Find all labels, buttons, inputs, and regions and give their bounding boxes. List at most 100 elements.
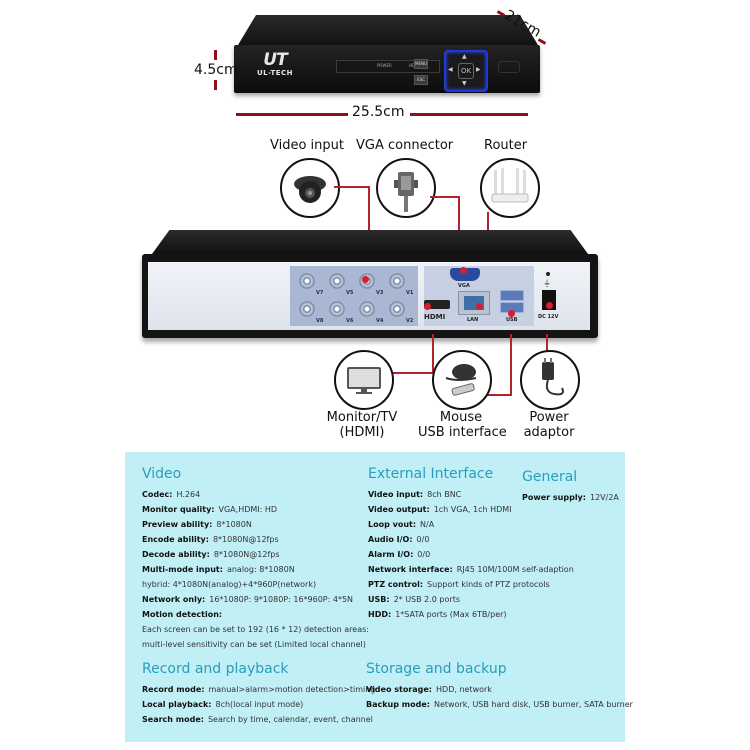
accessory-label-line: Monitor/TV: [326, 410, 398, 425]
indicator-power: POWER: [377, 63, 392, 68]
arrow-up-icon: ▲: [462, 53, 467, 60]
depth-dimension-line-bottom: [537, 38, 547, 45]
spec-key: Multi-mode input:: [142, 565, 223, 574]
spec-value: analog: 8*1080N: [226, 565, 295, 574]
mouse-usb-icon: [432, 350, 492, 410]
spec-value: RJ45 10M/100M self-adaption: [456, 565, 574, 574]
connection-dot: [476, 303, 483, 310]
spec-key: PTZ control:: [368, 580, 424, 589]
spec-motion-line: Each screen can be set to 192 (16 * 12) …: [142, 625, 369, 634]
spec-value: VGA,HDMI: HD: [218, 505, 278, 514]
section-title-storage-backup: Storage and backup: [366, 661, 507, 677]
spec-row: Local playback:8ch(local input mode): [142, 700, 303, 710]
bnc-video-inputs: V7 V5 V3 V1 V8 V6 V4 V2: [290, 266, 418, 326]
spec-row: Encode ability:8*1080N@12fps: [142, 535, 279, 545]
vga-label: VGA: [458, 283, 470, 289]
height-dimension-line-top: [214, 50, 217, 60]
bnc-label: V7: [316, 290, 324, 296]
spec-row: Monitor quality:VGA,HDMI: HD: [142, 505, 277, 515]
spec-value: H.264: [176, 490, 201, 499]
spec-value: 2* USB 2.0 ports: [393, 595, 460, 604]
connector-line: [334, 186, 370, 188]
section-title-record-playback: Record and playback: [142, 661, 289, 677]
spec-value: N/A: [420, 520, 435, 529]
accessory-label-line: adaptor: [523, 425, 575, 440]
accessory-label-line: (HDMI): [339, 425, 385, 440]
bnc-port: [358, 300, 376, 318]
usb-label: USB: [506, 317, 518, 323]
spec-key: Audio I/O:: [368, 535, 413, 544]
brand-logo: UT UL-TECH: [250, 51, 300, 77]
reset-hole: [546, 272, 550, 276]
bnc-label: V3: [376, 290, 384, 296]
spec-key: Video storage:: [366, 685, 433, 694]
router-icon: [480, 158, 540, 218]
dvr-rear-top: [152, 230, 588, 254]
connection-dot: [424, 303, 431, 310]
spec-value: 8*1080N@12fps: [212, 535, 279, 544]
connector-line: [484, 394, 512, 396]
spec-key: Network interface:: [368, 565, 453, 574]
bnc-port: [388, 300, 406, 318]
arrow-right-icon: ▶: [476, 66, 481, 73]
spec-row: Audio I/O:0/0: [368, 535, 429, 545]
section-title-video: Video: [142, 466, 182, 482]
accessory-label-router: Router: [484, 138, 528, 153]
accessory-label-vga-connector: VGA connector: [356, 138, 454, 153]
monitor-icon: [334, 350, 394, 410]
connector-line: [546, 334, 548, 358]
spec-row: Motion detection:: [142, 610, 226, 620]
accessory-label-line: Power: [529, 410, 569, 425]
section-title-external-interface: External Interface: [368, 466, 494, 482]
accessory-label-line: Mouse: [439, 410, 483, 425]
spec-key: Motion detection:: [142, 610, 223, 619]
rear-panel: V7 V5 V3 V1 V8 V6 V4 V2 VGA HDMI LAN: [148, 262, 590, 330]
spec-row: Loop vout:N/A: [368, 520, 434, 530]
width-dimension-label: 25.5cm: [352, 104, 405, 120]
spec-key: Backup mode:: [366, 700, 430, 709]
spec-key: Decode ability:: [142, 550, 210, 559]
spec-motion-line: multi-level sensitivity can be set (Limi…: [142, 640, 366, 649]
spec-row: Video input:8ch BNC: [368, 490, 461, 500]
spec-key: Record mode:: [142, 685, 205, 694]
indicator-hd: HD: [409, 63, 416, 68]
spec-key: Network only:: [142, 595, 206, 604]
accessory-label-line: USB interface: [418, 425, 507, 440]
spec-value: 16*1080P: 9*1080P: 16*960P: 4*5N: [209, 595, 354, 604]
spec-row: HDD:1*SATA ports (Max 6TB/per): [368, 610, 507, 620]
accessory-label-power: Power adaptor: [516, 410, 582, 440]
ok-button: OK: [458, 63, 474, 79]
vga-cable-icon: [376, 158, 436, 218]
bnc-label: V1: [406, 290, 414, 296]
io-block: VGA HDMI LAN USB: [424, 266, 534, 326]
spec-key: Loop vout:: [368, 520, 417, 529]
spec-row: Decode ability:8*1080N@12fps: [142, 550, 280, 560]
spec-key: Monitor quality:: [142, 505, 215, 514]
accessory-label-monitor: Monitor/TV (HDMI): [322, 410, 402, 440]
spec-key: Power supply:: [522, 493, 586, 502]
spec-hybrid: hybrid: 4*1080N(analog)+4*960P(network): [142, 580, 317, 589]
spec-value: 12V/2A: [589, 493, 619, 502]
arrow-down-icon: ▼: [462, 80, 467, 87]
spec-value: 8*1080N@12fps: [213, 550, 280, 559]
lan-port: [458, 291, 490, 315]
usb-port: [500, 290, 524, 301]
bnc-label: V6: [346, 318, 354, 324]
ground-icon: ⏚: [543, 279, 551, 288]
dvr-rear-body: V7 V5 V3 V1 V8 V6 V4 V2 VGA HDMI LAN: [142, 254, 598, 338]
spec-key: HDD:: [368, 610, 392, 619]
spec-value: 0/0: [416, 535, 430, 544]
spec-row: Search mode:Search by time, calendar, ev…: [142, 715, 373, 725]
dc-label: DC 12V: [538, 314, 559, 320]
spec-key: Video output:: [368, 505, 430, 514]
usb-cover: [498, 61, 520, 73]
spec-row: Backup mode:Network, USB hard disk, USB …: [366, 700, 633, 710]
connector-line: [510, 334, 512, 396]
spec-value: manual>alarm>motion detection>timing: [208, 685, 376, 694]
bnc-label: V4: [376, 318, 384, 324]
connector-line: [430, 196, 460, 198]
connection-dot: [508, 310, 515, 317]
connection-dot: [460, 267, 467, 274]
vga-port: [450, 268, 480, 281]
bnc-label: V2: [406, 318, 414, 324]
